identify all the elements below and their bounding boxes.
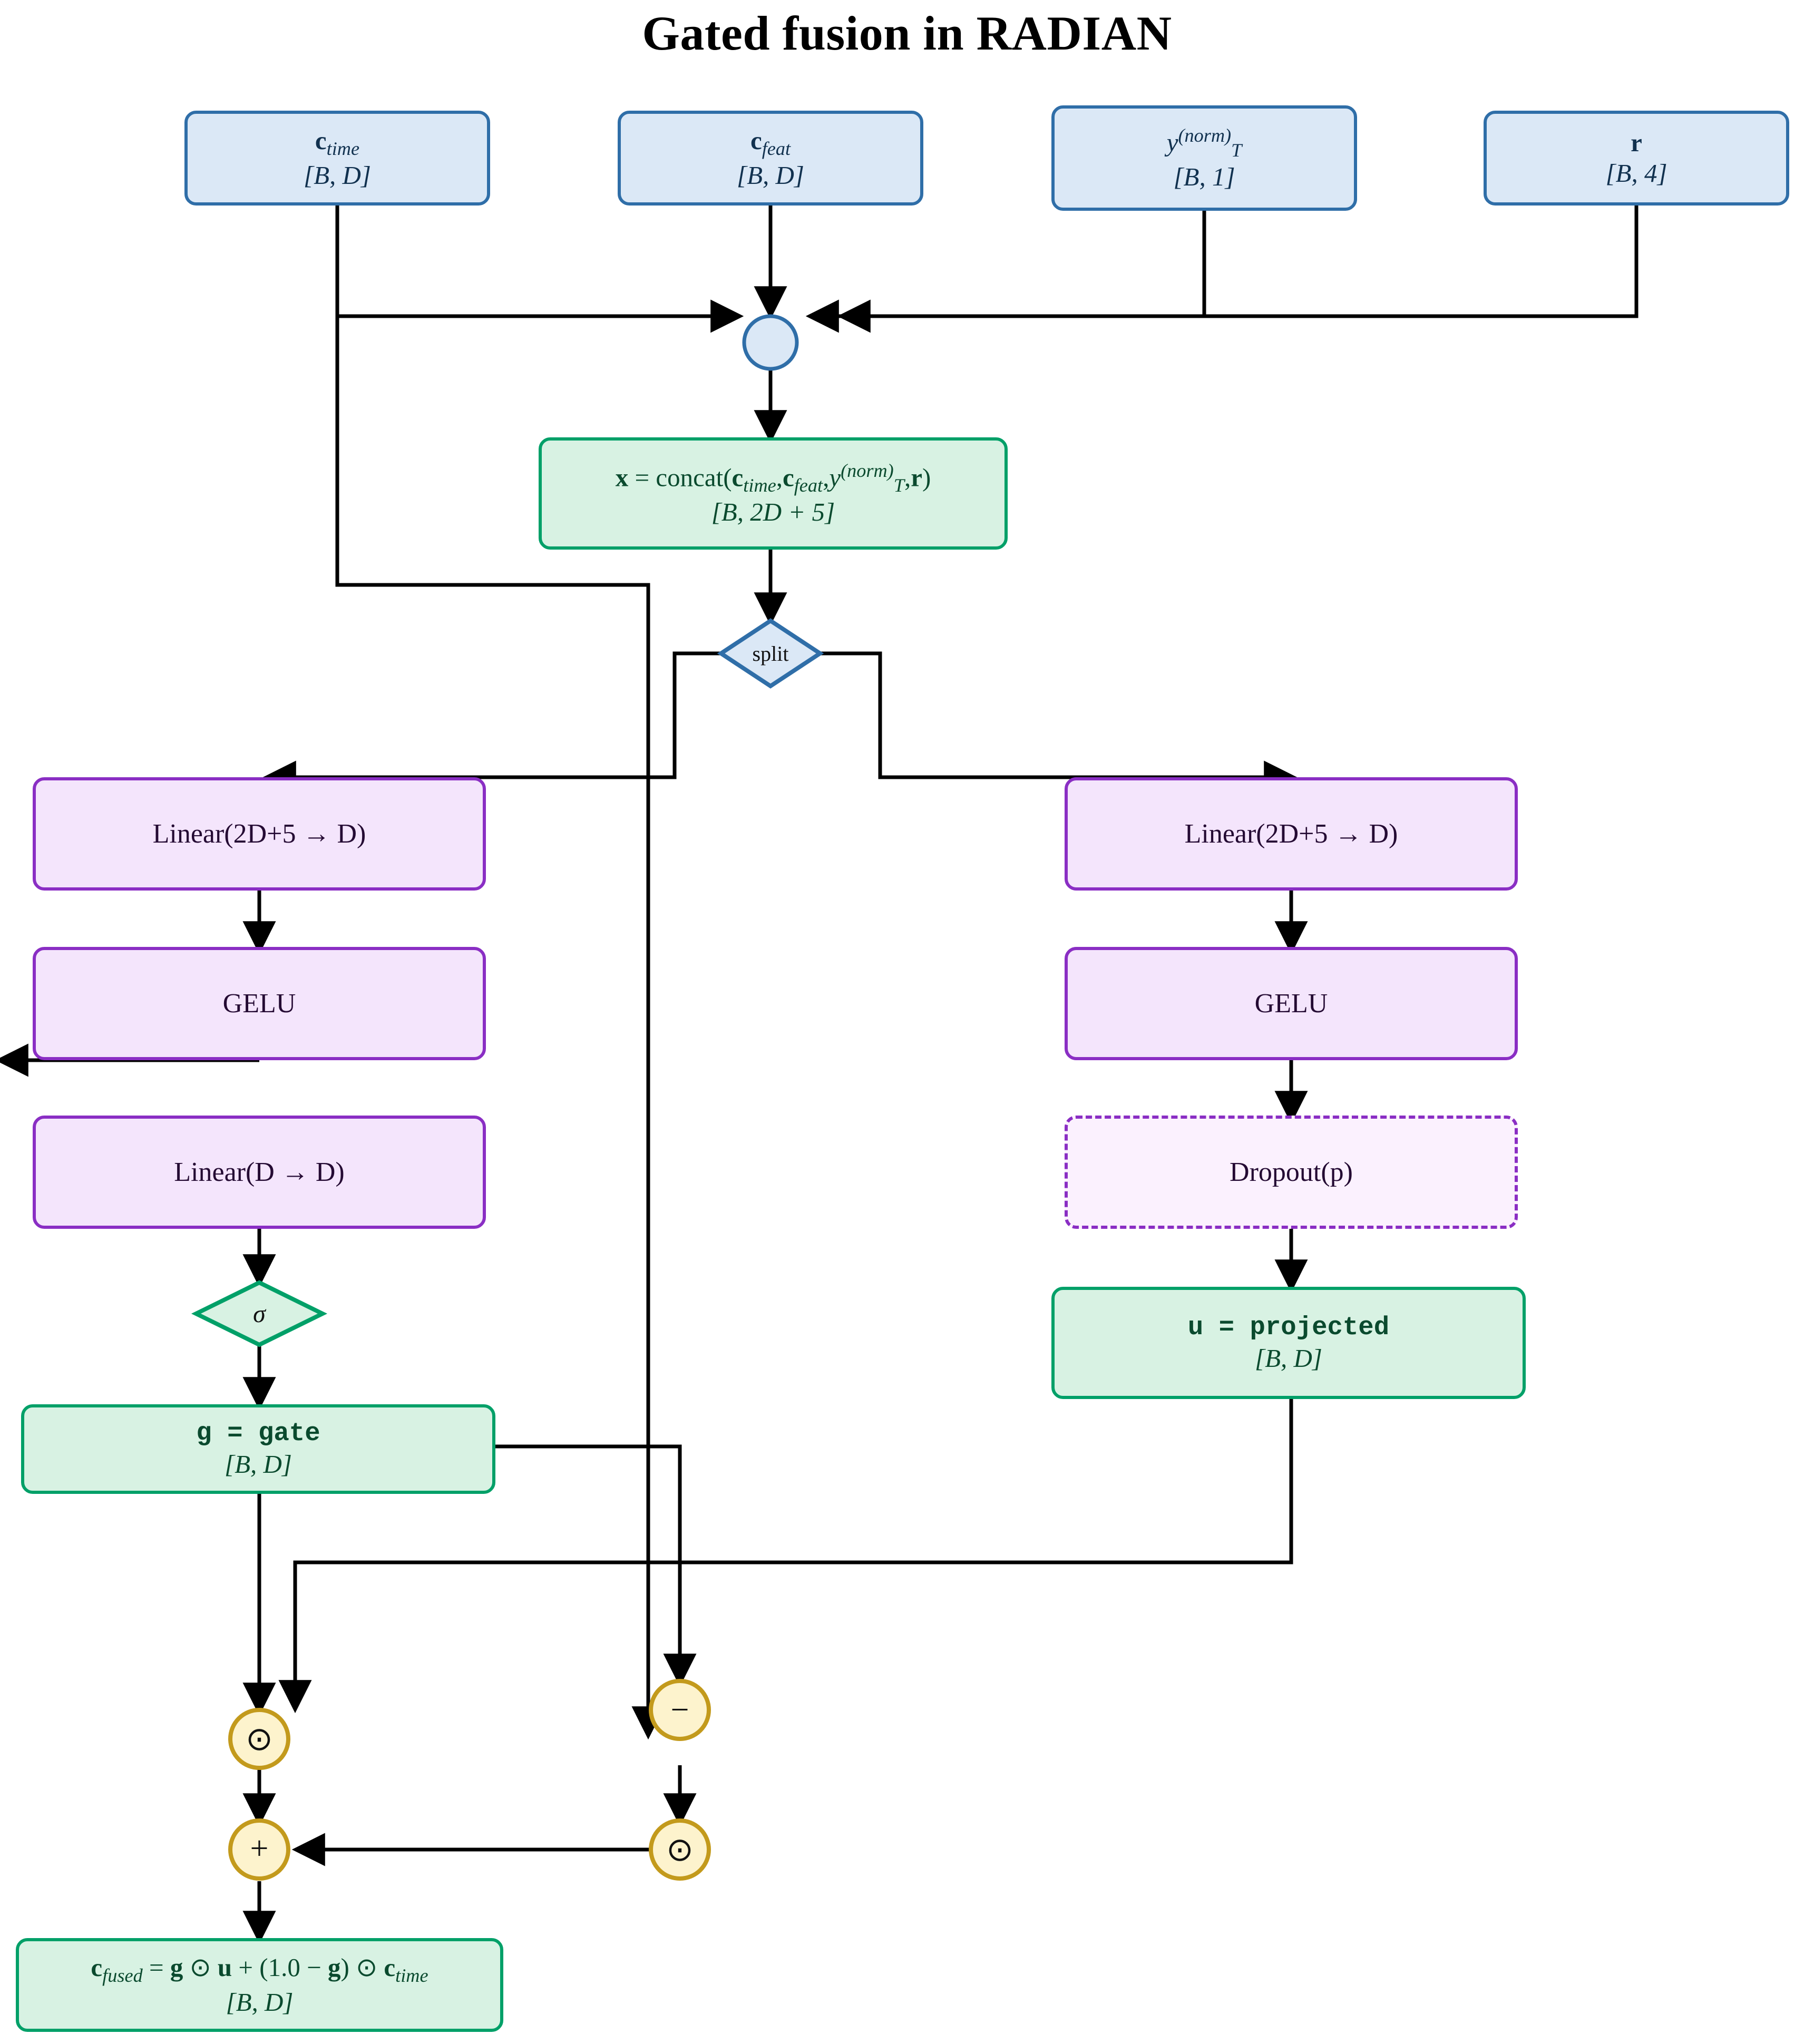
concat-join-node[interactable] [742,314,799,371]
fused-expression: cfused = g ⊙ u + (1.0 − g) ⊙ ctime [91,1953,428,1987]
edge-ctime-bypass-to-mul2 [335,316,665,1740]
input-c-feat-dims: [B, D] [737,160,804,190]
input-box-r[interactable]: r [B, 4] [1484,111,1789,206]
gate-gelu-label: GELU [222,988,296,1019]
edge-ynorm-to-join [805,206,1206,333]
op-sub-one-gate-node[interactable] [649,1679,711,1741]
edge-split-to-proj-linear [818,651,1298,794]
gate-result-box[interactable]: g = gate [B, D] [21,1404,495,1494]
projected-expression: u = projected [1187,1312,1390,1342]
edge-r-to-join [837,206,1639,333]
proj-linear-1-box[interactable]: Linear(2D+5 → D) [1065,777,1518,891]
proj-gelu-box[interactable]: GELU [1065,947,1518,1060]
proj-dropout-label: Dropout(p) [1230,1157,1353,1187]
proj-linear-1-label: Linear(2D+5 → D) [1184,818,1398,849]
gate-linear-2-label: Linear(D → D) [174,1157,345,1187]
split-diamond[interactable] [717,618,824,689]
gate-linear-1-label: Linear(2D+5 → D) [152,818,366,849]
op-mul-res-time-node[interactable] [649,1818,711,1881]
edge-ctime-to-join [335,206,744,333]
concat-result-box[interactable]: x = concat(ctime,cfeat,y(norm)T,r) [B, 2… [539,437,1008,550]
projected-result-box[interactable]: u = projected [B, D] [1051,1287,1526,1399]
gate-gelu-box[interactable]: GELU [33,947,486,1060]
edge-u-to-mul1 [278,1399,1293,1714]
input-r-label: r [1631,128,1642,158]
input-box-y-norm[interactable]: y(norm)T [B, 1] [1051,105,1357,211]
gate-linear-2-box[interactable]: Linear(D → D) [33,1116,486,1229]
op-mul-gate-u-node[interactable] [228,1708,290,1770]
concat-dims: [B, 2D + 5] [711,497,835,527]
input-c-time-dims: [B, D] [304,160,371,190]
input-y-norm-label: y(norm)T [1166,124,1242,161]
input-c-time-label: ctime [315,126,360,160]
input-box-c-feat[interactable]: cfeat [B, D] [618,111,923,206]
fused-dims: [B, D] [226,1987,294,2017]
proj-dropout-box[interactable]: Dropout(p) [1065,1116,1518,1229]
input-c-feat-label: cfeat [750,126,791,160]
op-add-node[interactable] [228,1818,290,1881]
input-box-c-time[interactable]: ctime [B, D] [184,111,490,206]
gate-dims: [B, D] [225,1450,292,1479]
edge-gate-to-sub [494,1444,697,1687]
page-title: Gated fusion in RADIAN [642,6,1172,60]
concat-expression: x = concat(ctime,cfeat,y(norm)T,r) [615,460,931,496]
gate-expression: g = gate [196,1419,320,1449]
gate-linear-1-box[interactable]: Linear(2D+5 → D) [33,777,486,891]
proj-gelu-label: GELU [1254,988,1328,1019]
fused-output-box[interactable]: cfused = g ⊙ u + (1.0 − g) ⊙ ctime [B, D… [16,1938,503,2032]
projected-dims: [B, D] [1255,1343,1322,1373]
input-r-dims: [B, 4] [1605,159,1667,188]
sigma-diamond[interactable] [191,1280,328,1347]
input-y-norm-dims: [B, 1] [1173,162,1235,191]
edge-split-to-gate-linear [262,651,725,794]
